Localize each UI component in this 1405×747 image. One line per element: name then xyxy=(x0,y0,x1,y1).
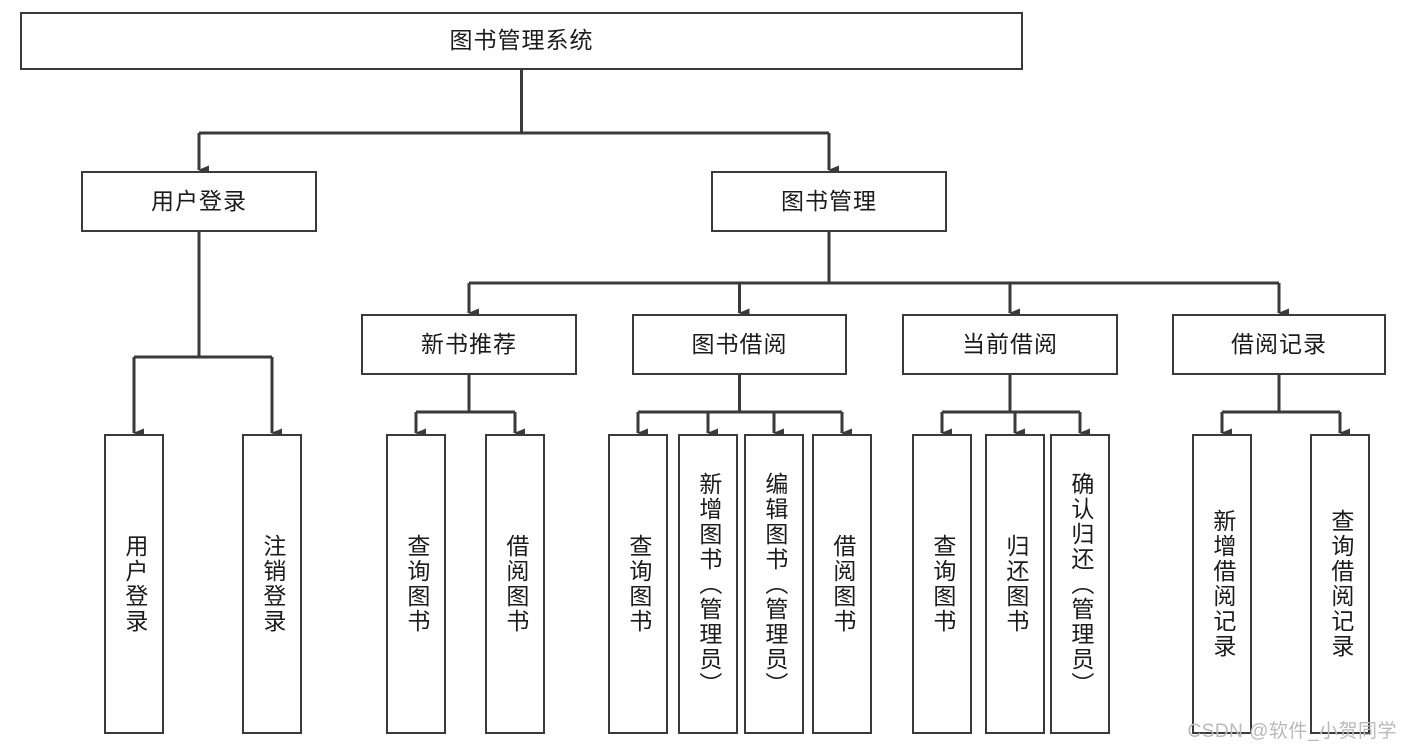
node-leaf-borrow-book-label: 借阅图书 xyxy=(829,534,856,634)
node-leaf-query-book-borrow-label: 查询图书 xyxy=(625,534,652,634)
node-leaf-query-book-cur-label: 查询图书 xyxy=(929,534,956,634)
node-leaf-borrow-book[interactable]: 借阅图书 xyxy=(812,434,872,734)
node-borrow-record-label: 借阅记录 xyxy=(1231,330,1327,357)
node-leaf-return-book[interactable]: 归还图书 xyxy=(985,434,1045,734)
node-root-label: 图书管理系统 xyxy=(449,27,594,54)
node-leaf-add-book-label: 新增图书（管理员） xyxy=(695,471,722,697)
node-current-borrow[interactable]: 当前借阅 xyxy=(902,314,1118,375)
node-borrow-record[interactable]: 借阅记录 xyxy=(1172,314,1386,375)
node-leaf-user-login[interactable]: 用户登录 xyxy=(104,434,164,734)
node-book-borrow[interactable]: 图书借阅 xyxy=(632,314,847,375)
node-leaf-borrow-book-rec-label: 借阅图书 xyxy=(502,534,529,634)
node-leaf-query-book-borrow[interactable]: 查询图书 xyxy=(608,434,668,734)
node-leaf-logout[interactable]: 注销登录 xyxy=(242,434,302,734)
node-leaf-add-record[interactable]: 新增借阅记录 xyxy=(1192,434,1252,734)
node-book-manage-label: 图书管理 xyxy=(781,187,877,214)
node-book-borrow-label: 图书借阅 xyxy=(691,330,788,357)
node-new-book-recommend-label: 新书推荐 xyxy=(421,330,517,357)
node-user-login-label: 用户登录 xyxy=(151,187,247,214)
node-leaf-query-record[interactable]: 查询借阅记录 xyxy=(1310,434,1370,734)
node-leaf-return-book-label: 归还图书 xyxy=(1002,534,1029,634)
node-new-book-recommend[interactable]: 新书推荐 xyxy=(361,314,577,375)
node-leaf-edit-book-label: 编辑图书（管理员） xyxy=(761,471,788,697)
node-leaf-borrow-book-rec[interactable]: 借阅图书 xyxy=(485,434,545,734)
node-leaf-confirm-return[interactable]: 确认归还（管理员） xyxy=(1050,434,1110,734)
node-leaf-user-login-label: 用户登录 xyxy=(121,534,148,634)
node-leaf-confirm-return-label: 确认归还（管理员） xyxy=(1067,471,1094,697)
node-user-login[interactable]: 用户登录 xyxy=(81,171,317,232)
node-root[interactable]: 图书管理系统 xyxy=(20,12,1023,70)
node-leaf-query-book-cur[interactable]: 查询图书 xyxy=(912,434,972,734)
node-current-borrow-label: 当前借阅 xyxy=(962,330,1058,357)
node-book-manage[interactable]: 图书管理 xyxy=(711,171,947,232)
node-leaf-logout-label: 注销登录 xyxy=(259,534,286,634)
node-leaf-query-book-rec-label: 查询图书 xyxy=(403,534,430,634)
node-leaf-add-record-label: 新增借阅记录 xyxy=(1209,509,1236,659)
node-leaf-add-book[interactable]: 新增图书（管理员） xyxy=(678,434,738,734)
node-leaf-query-book-rec[interactable]: 查询图书 xyxy=(386,434,446,734)
node-leaf-query-record-label: 查询借阅记录 xyxy=(1327,509,1354,659)
node-leaf-edit-book[interactable]: 编辑图书（管理员） xyxy=(744,434,804,734)
